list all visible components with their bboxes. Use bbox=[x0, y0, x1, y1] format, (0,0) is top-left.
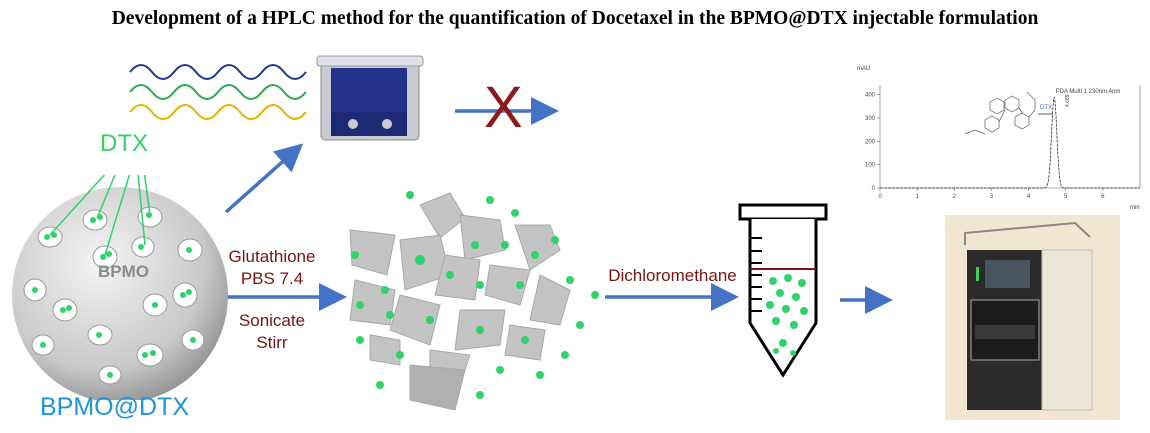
conditions-top: Glutathione PBS 7.4 bbox=[222, 246, 322, 290]
conditions-bottom: Sonicate Stirr bbox=[222, 310, 322, 354]
chromatogram: mAU min PDA Multi 1 230nm,4nm DTX 4.689 … bbox=[857, 66, 1141, 211]
x-tick-label: 4 bbox=[1027, 194, 1031, 200]
stirr-label: Stirr bbox=[256, 333, 288, 352]
y-tick-label: 400 bbox=[865, 93, 876, 99]
x-tick-label: 5 bbox=[1064, 194, 1068, 200]
ultrasonic-bath bbox=[316, 55, 424, 141]
centrifuge-tube bbox=[738, 203, 828, 378]
y-tick-label: 0 bbox=[872, 186, 876, 192]
x-tick-label: 2 bbox=[953, 194, 957, 200]
peak-rt-label: 4.689 bbox=[1065, 94, 1071, 107]
bpmo-label: BPMO bbox=[98, 262, 149, 281]
x-tick-label: 6 bbox=[1101, 194, 1105, 200]
page-title: Development of a HPLC method for the qua… bbox=[111, 8, 1039, 29]
legend-text: PDA Multi 1 230nm,4nm bbox=[1056, 89, 1121, 95]
x-tick-label: 3 bbox=[990, 194, 994, 200]
peak-annotation: DTX bbox=[1040, 105, 1052, 111]
x-axis-label: min bbox=[1130, 205, 1140, 211]
wave-green bbox=[129, 84, 307, 100]
chromatogram-trace bbox=[880, 96, 1140, 189]
y-tick-label: 300 bbox=[865, 116, 876, 122]
x-tick-label: 1 bbox=[915, 194, 919, 200]
wave-blue bbox=[129, 64, 307, 80]
degraded-fragments bbox=[349, 191, 599, 410]
sonicate-label: Sonicate bbox=[238, 311, 306, 330]
blocked-x-mark: X bbox=[484, 75, 523, 140]
bpmo-sphere bbox=[12, 175, 228, 400]
dichloromethane-label: Dichloromethane bbox=[608, 266, 737, 285]
y-axis-label: mAU bbox=[857, 66, 870, 72]
pbs-label: PBS 7.4 bbox=[240, 269, 304, 288]
y-tick-label: 100 bbox=[865, 163, 876, 169]
arrow-to-bath bbox=[224, 143, 304, 214]
x-tick-label: 0 bbox=[878, 194, 882, 200]
ultrasound-waves bbox=[129, 64, 307, 120]
docetaxel-structure bbox=[964, 91, 1036, 135]
glutathione-label: Glutathione bbox=[228, 247, 316, 266]
hplc-instrument bbox=[945, 215, 1120, 420]
y-tick-label: 200 bbox=[865, 139, 876, 145]
dtx-label: DTX bbox=[100, 130, 148, 157]
wave-yellow bbox=[129, 104, 307, 120]
bpmo-dtx-label: BPMO@DTX bbox=[40, 393, 189, 421]
